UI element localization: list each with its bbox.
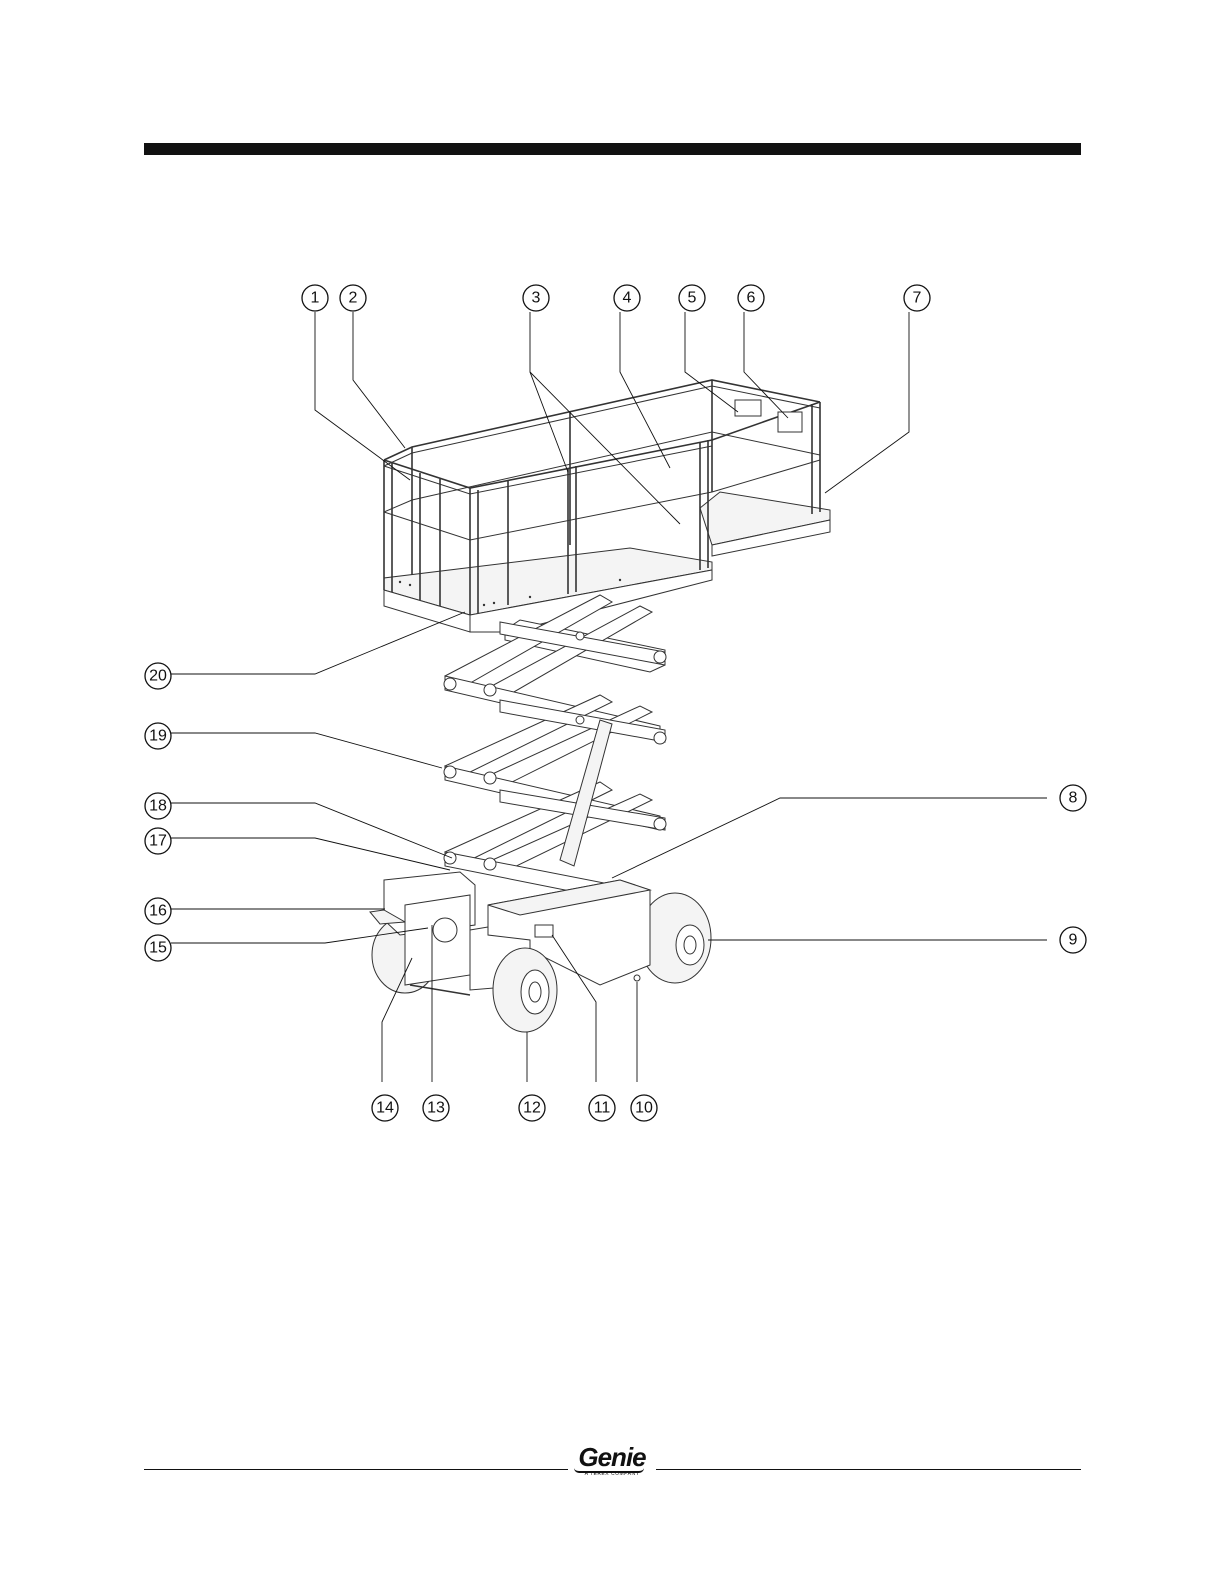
footer-rule-right [656, 1469, 1081, 1470]
callout-8: 8 [1060, 785, 1086, 811]
callout-3-label: 3 [532, 290, 541, 307]
callout-16-label: 16 [149, 903, 167, 920]
callout-16: 16 [145, 898, 171, 924]
callout-9: 9 [1060, 927, 1086, 953]
callout-15-label: 15 [149, 940, 167, 957]
callout-5-label: 5 [688, 290, 697, 307]
callout-14-label: 14 [376, 1100, 394, 1117]
genie-logo-icon: Genie A TEREX COMPANY [572, 1444, 652, 1477]
callout-13: 13 [423, 1095, 449, 1121]
callout-4: 4 [614, 285, 640, 311]
logo-swoosh [574, 1468, 644, 1473]
callout-8-label: 8 [1069, 790, 1078, 807]
callout-1-label: 1 [311, 290, 320, 307]
chassis-drawing [370, 872, 711, 1032]
callout-11-label: 11 [594, 1100, 611, 1117]
callout-7: 7 [904, 285, 930, 311]
callout-7-label: 7 [913, 290, 922, 307]
callout-13-label: 13 [427, 1100, 445, 1117]
callout-3: 3 [523, 285, 549, 311]
callout-14: 14 [372, 1095, 398, 1121]
callout-10: 10 [631, 1095, 657, 1121]
footer-rule-left [144, 1469, 568, 1470]
callout-15: 15 [145, 935, 171, 961]
callout-4-label: 4 [623, 290, 632, 307]
callout-2: 2 [340, 285, 366, 311]
callout-19: 19 [145, 723, 171, 749]
logo-brand: Genie [572, 1444, 652, 1470]
callout-9-label: 9 [1069, 932, 1078, 949]
platform-drawing [384, 380, 830, 632]
callout-18-label: 18 [149, 798, 167, 815]
callout-5: 5 [679, 285, 705, 311]
callout-11: 11 [589, 1095, 615, 1121]
callout-6: 6 [738, 285, 764, 311]
callout-6-label: 6 [747, 290, 756, 307]
callout-17-label: 17 [149, 833, 167, 850]
callout-12-label: 12 [523, 1100, 541, 1117]
callout-1: 1 [302, 285, 328, 311]
callout-12: 12 [519, 1095, 545, 1121]
callout-20: 20 [145, 663, 171, 689]
callout-18: 18 [145, 793, 171, 819]
callout-19-label: 19 [149, 728, 167, 745]
scissor-arms-drawing [444, 595, 666, 905]
callout-2-label: 2 [349, 290, 358, 307]
callout-20-label: 20 [149, 668, 167, 685]
callout-10-label: 10 [635, 1100, 653, 1117]
callout-17: 17 [145, 828, 171, 854]
